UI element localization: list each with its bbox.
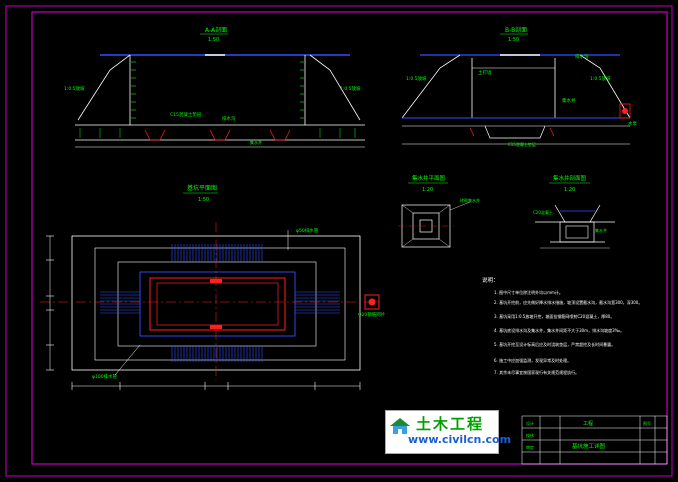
- notes-block: 说明： 1. 图中尺寸单位除注明外均以mm计。 2. 基坑开挖前，应先做好降水排…: [482, 276, 642, 375]
- section-b-drain: 排水沟: [575, 53, 589, 60]
- section-b-soil-nail: 土钉墙: [478, 69, 492, 76]
- section-a-slope-right: 1:0.5放坡: [340, 85, 361, 92]
- plan-pump-icon: [364, 294, 380, 310]
- detail-1-title: 集水井平面图: [412, 174, 446, 182]
- detail-2: 集水井剖面图 1:20 C20混凝土 集水井: [533, 174, 615, 249]
- section-b: B-B剖面 1:50 土钉墙 1:0.5放坡 1:0.5放坡 排水沟 集水井 水…: [401, 26, 637, 147]
- note-1: 1. 图中尺寸单位除注明外均以mm计。: [494, 289, 563, 295]
- note-3: 3. 基坑采用1:0.5放坡开挖，坡面挂钢筋网喷射C20混凝土，厚80。: [494, 313, 614, 319]
- note-5: 5. 基坑开挖至设计标高后应及时浇筑垫层，严禁超挖及长时间暴露。: [494, 341, 615, 347]
- section-a-drain: 排水沟: [222, 115, 236, 122]
- section-b-sump: 集水井: [562, 97, 576, 104]
- note-6: 6. 施工中应加强监测，发现异常及时处理。: [494, 357, 571, 363]
- plan-title: 基坑平面图: [187, 184, 217, 192]
- title-block-design: 设计: [526, 420, 534, 426]
- detail-1-note: 砖砌集水井: [460, 197, 480, 203]
- outer-frame: [5, 5, 673, 477]
- section-b-title: B-B剖面: [505, 26, 527, 34]
- section-a-bottom-note: C15混凝土垫层: [170, 111, 202, 118]
- section-b-slope-right: 1:0.5放坡: [590, 75, 611, 82]
- section-a: A-A剖面 1:50 1:0.5放坡 1:0.5放坡 C15混凝土垫层 排水沟: [64, 26, 365, 148]
- plan-scale: 1:50: [198, 197, 209, 203]
- section-a-slope-left: 1:0.5放坡: [64, 85, 85, 92]
- note-4: 4. 基坑底设排水沟及集水井，集水井间距不大于30m，排水沟坡度3‰。: [494, 327, 624, 333]
- title-block-check: 校核: [526, 432, 534, 438]
- section-b-pump: 水泵: [628, 120, 637, 127]
- section-b-slope-left: 1:0.5放坡: [406, 75, 427, 82]
- plan-note-3: φ100排水管: [92, 373, 118, 380]
- detail-2-note: C20混凝土: [533, 209, 553, 215]
- detail-2-scale: 1:20: [564, 187, 575, 193]
- inner-frame: [31, 11, 668, 465]
- section-b-bottom-note: C15混凝土垫层: [508, 141, 536, 147]
- detail-1-scale: 1:20: [422, 187, 433, 193]
- detail-2-sump: 集水井: [595, 227, 607, 233]
- notes-heading: 说明：: [482, 276, 499, 284]
- note-7: 7. 其余未尽事宜按国家现行有关规范规程执行。: [494, 369, 579, 375]
- section-a-sump: 集水井: [250, 139, 262, 145]
- section-a-title: A-A剖面: [205, 26, 227, 34]
- note-2: 2. 基坑开挖前，应先做好降水排水措施，坡顶设置截水沟，截水沟宽300，深300…: [494, 299, 642, 305]
- plan-note-1: φ50排水管: [296, 227, 319, 234]
- detail-1: 集水井平面图 1:20 砖砌集水井: [398, 174, 480, 248]
- title-block-project: 工程: [583, 420, 593, 427]
- title-block-sheet-no: 图号: [643, 420, 651, 426]
- title-block-approve: 审定: [526, 444, 534, 450]
- plan-view: 基坑平面图 1:50 φ50排水管 Φ20钢筋网片 φ100排水管: [40, 184, 386, 390]
- plan-note-2: Φ20钢筋网片: [358, 311, 386, 318]
- watermark-title: 土木工程: [416, 415, 485, 433]
- title-block-drawing: 基坑施工详图: [572, 442, 606, 450]
- watermark-url: www.civilcn.com: [408, 433, 512, 446]
- section-a-scale: 1:50: [208, 37, 219, 43]
- detail-2-title: 集水井剖面图: [553, 174, 587, 182]
- watermark-logo: 土木工程 www.civilcn.com: [385, 410, 511, 454]
- section-b-scale: 1:50: [508, 37, 519, 43]
- title-block: [521, 415, 668, 465]
- house-icon: [390, 418, 410, 434]
